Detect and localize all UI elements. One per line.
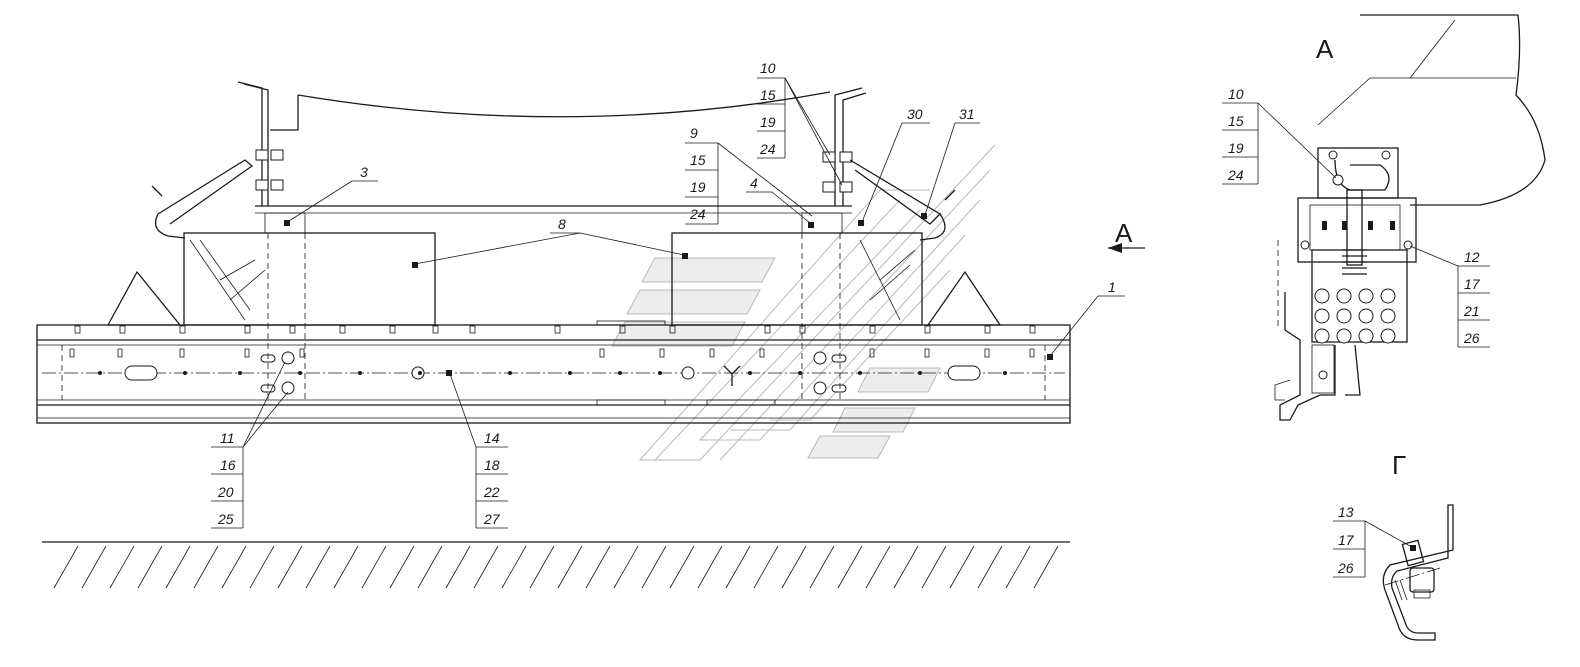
g-callout-17: 17 <box>1338 532 1355 548</box>
a-callout-12: 12 <box>1464 249 1480 265</box>
right-wing <box>849 159 942 225</box>
a-callout-10: 10 <box>1228 86 1244 102</box>
view-arrow-a: А <box>1108 218 1145 253</box>
g-callout-26: 26 <box>1337 560 1354 576</box>
callout-4: 4 <box>750 175 758 191</box>
callout-leaders <box>211 77 1125 529</box>
callout-20: 20 <box>217 484 234 500</box>
a-callout-24: 24 <box>1227 167 1244 183</box>
callout-31: 31 <box>959 106 975 122</box>
callout-27: 27 <box>483 511 501 527</box>
callout-25: 25 <box>217 511 234 527</box>
callout-24: 24 <box>759 141 776 157</box>
a-callout-26: 26 <box>1463 330 1480 346</box>
left-bracket-plate <box>183 232 436 326</box>
frame-beam <box>36 324 1071 424</box>
callout-15: 15 <box>760 87 776 103</box>
a-callout-19: 19 <box>1228 140 1244 156</box>
callout-19: 19 <box>760 114 776 130</box>
callout-labels: 10 15 19 24 9 15 19 24 30 31 3 4 8 1 11 … <box>217 60 1116 527</box>
a-callout-17: 17 <box>1464 276 1481 292</box>
callout-8: 8 <box>558 216 566 232</box>
callout-16: 16 <box>220 457 236 473</box>
top-curved-sheet <box>297 91 831 118</box>
callout-3: 3 <box>360 164 368 180</box>
callout-10: 10 <box>760 60 776 76</box>
view-a-title: А <box>1316 34 1334 64</box>
a-callout-21: 21 <box>1463 303 1480 319</box>
view-a: А <box>1222 14 1546 421</box>
callout-18: 18 <box>484 457 500 473</box>
arrow-a-label: А <box>1115 218 1133 248</box>
tow-hook-symbol <box>723 365 741 386</box>
left-wing <box>157 159 254 225</box>
watermark-logo <box>611 144 996 461</box>
callout-14: 14 <box>484 430 500 446</box>
g-callout-13: 13 <box>1338 504 1354 520</box>
callout-19b: 19 <box>690 179 706 195</box>
callout-9: 9 <box>690 125 698 141</box>
right-bracket-plate <box>671 232 923 326</box>
ground-hatch <box>53 545 1059 589</box>
view-g: Г 13 17 26 <box>1333 450 1454 641</box>
callout-30: 30 <box>907 106 923 122</box>
right-gusset <box>926 270 1002 326</box>
callout-11: 11 <box>220 430 235 446</box>
main-view: А <box>36 81 1145 589</box>
callout-22: 22 <box>483 484 500 500</box>
bracket-profile <box>1382 504 1454 641</box>
a-callout-15: 15 <box>1228 113 1244 129</box>
callout-15b: 15 <box>690 152 706 168</box>
callout-24b: 24 <box>689 206 706 222</box>
left-gusset <box>106 270 182 326</box>
view-g-title: Г <box>1392 450 1406 480</box>
callout-1: 1 <box>1108 279 1116 295</box>
